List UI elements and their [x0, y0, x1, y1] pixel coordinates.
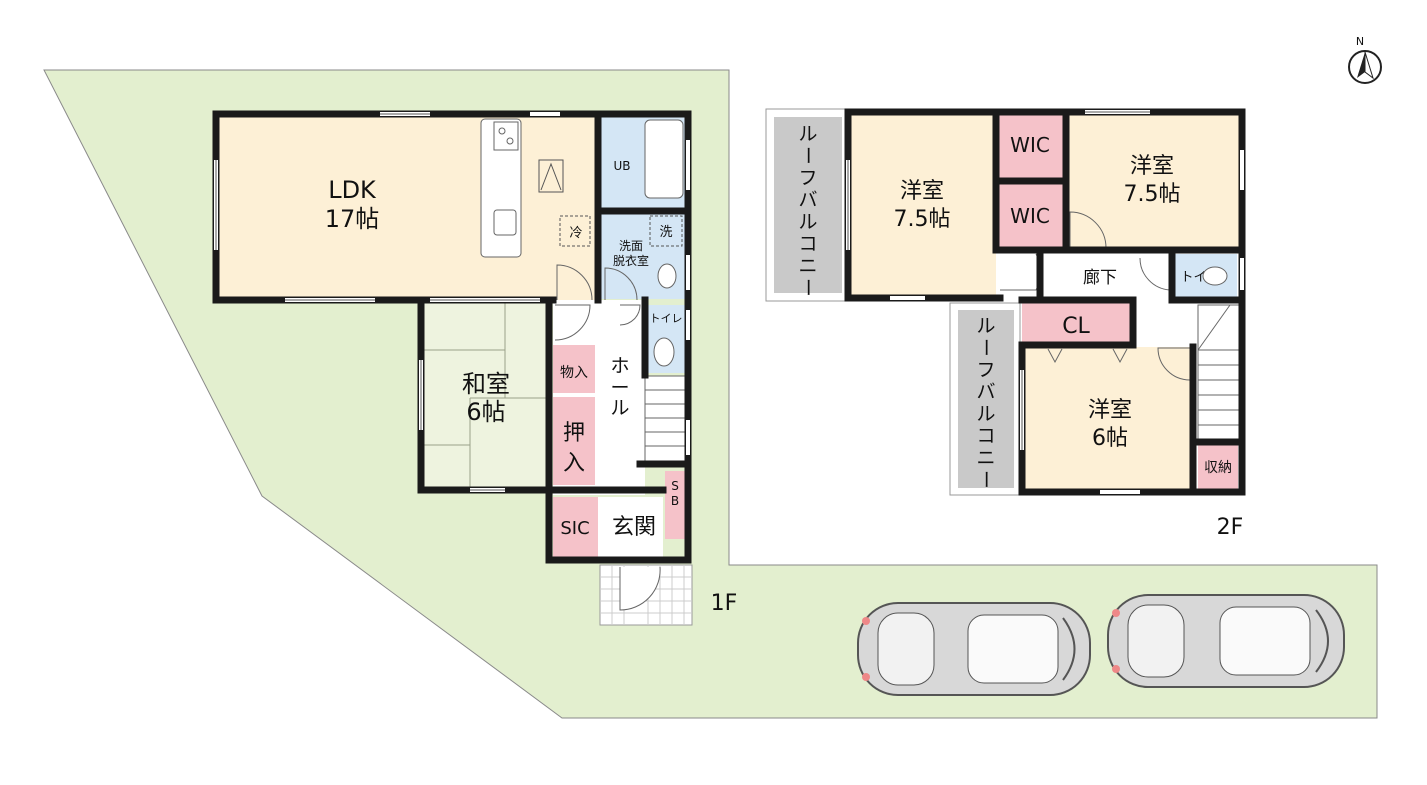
ub-label: UB — [613, 159, 630, 173]
roof-balcony-glyph: バ — [976, 381, 995, 403]
western-a-size: 7.5帖 — [894, 207, 951, 232]
roof-balcony-glyph: ル — [976, 403, 995, 425]
north-label: N — [1356, 35, 1364, 48]
western-room-b — [1066, 112, 1242, 250]
roof-balcony-glyph: ー — [974, 470, 996, 489]
second-floor: 洋室 7.5帖 WIC WIC 洋室 7.5帖 廊下 トイレ — [765, 108, 1246, 540]
sic-label: SIC — [560, 518, 589, 539]
shoe-box-label-1: S — [671, 479, 679, 493]
walls-1f — [212, 110, 692, 564]
toilet-1f-label: トイレ — [650, 312, 683, 325]
roof-balcony-glyph: フ — [798, 167, 817, 189]
storage-2f-label: 収納 — [1204, 460, 1232, 476]
washer-space — [649, 215, 683, 247]
roof-balcony-glyph: フ — [976, 359, 995, 381]
western-room-a — [848, 112, 996, 298]
oshiire-label-2: 入 — [563, 451, 585, 476]
western-b-name: 洋室 — [1130, 154, 1174, 179]
western-a-name: 洋室 — [900, 179, 944, 204]
roof-balcony-glyph: ー — [796, 146, 818, 165]
fridge-mark: 冷 — [569, 226, 582, 241]
bathtub — [644, 119, 684, 199]
wic-bottom — [998, 184, 1064, 248]
north-compass-icon: N — [1348, 35, 1382, 84]
roof-balcony-glyph: ニ — [798, 255, 817, 277]
car-left — [857, 602, 1091, 696]
storage-1f-label: 物入 — [560, 365, 588, 381]
washitsu-name: 和室 — [462, 370, 510, 398]
wic-top — [998, 112, 1064, 178]
western-c-size: 6帖 — [1092, 426, 1128, 451]
hall-label-3: ル — [610, 397, 629, 419]
western-room-c — [1022, 347, 1192, 489]
entrance — [598, 497, 663, 557]
car-right — [1107, 594, 1345, 688]
floor-1f-label: 1F — [711, 591, 738, 616]
washroom-label-1: 洗面 — [619, 239, 643, 253]
roof-balcony-glyph: ル — [976, 315, 995, 337]
roof-balcony-glyph: バ — [798, 189, 817, 211]
hall-label-1: ホ — [610, 355, 629, 377]
washroom-label-2: 脱衣室 — [613, 253, 649, 268]
shoe-box-label-2: B — [671, 494, 679, 508]
roof-balcony-glyph: コ — [798, 233, 817, 255]
storage-1f — [553, 345, 595, 393]
ldk-size: 17帖 — [325, 205, 380, 233]
shoe-box — [665, 471, 685, 539]
storage-2f — [1198, 445, 1238, 489]
roof-balcony-glyph: ニ — [976, 447, 995, 469]
roof-balcony-glyph: ル — [798, 123, 817, 145]
western-c-name: 洋室 — [1088, 398, 1132, 423]
stairs-1f — [644, 375, 689, 465]
roof-balcony-glyph: コ — [976, 425, 995, 447]
stairs-2f — [1197, 304, 1241, 441]
cl-label: CL — [1062, 314, 1090, 339]
washer-mark: 洗 — [659, 225, 672, 240]
kitchen-sink — [493, 209, 517, 236]
washitsu — [421, 303, 549, 490]
ldk-room — [216, 114, 598, 300]
fridge-space — [559, 215, 591, 247]
hall-label-2: ー — [610, 377, 629, 399]
cooktop — [493, 121, 519, 151]
roof-balcony-glyph: ー — [974, 338, 996, 357]
sic — [553, 497, 598, 557]
cl-closet — [1022, 303, 1130, 345]
washitsu-size: 6帖 — [466, 398, 505, 426]
roof-balcony-glyph: ー — [796, 278, 818, 297]
corridor-label: 廊下 — [1083, 268, 1117, 288]
ldk-name: LDK — [328, 176, 377, 204]
wic-bottom-label: WIC — [1010, 204, 1050, 228]
first-floor: 冷 UB 洗 洗面 脱衣室 ホ ー ル トイレ 物入 押 入 — [212, 110, 738, 626]
oshiire-label-1: 押 — [563, 421, 585, 446]
wic-top-label: WIC — [1010, 133, 1050, 157]
oshiire — [553, 397, 595, 485]
roof-balcony-glyph: ル — [798, 211, 817, 233]
entrance-label: 玄関 — [612, 515, 656, 540]
western-b-size: 7.5帖 — [1124, 182, 1181, 207]
floor-2f-label: 2F — [1217, 515, 1244, 540]
